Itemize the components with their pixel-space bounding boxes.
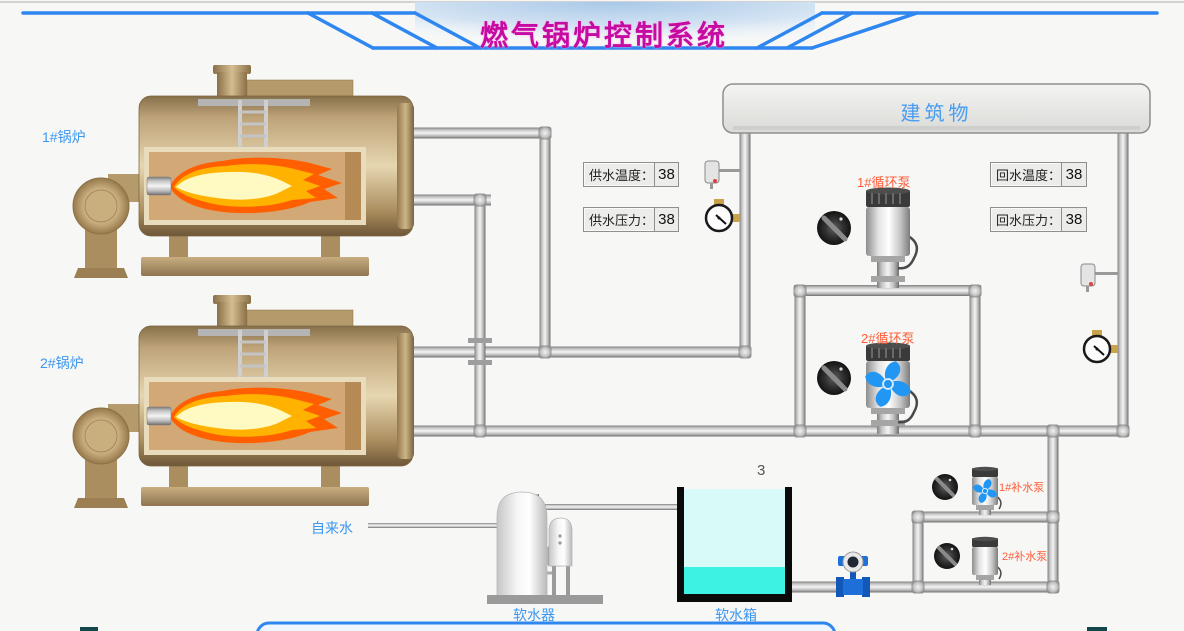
softener-label: 软水器	[513, 607, 555, 623]
makeup-pump-1[interactable]	[972, 466, 1002, 515]
boiler-ladder	[238, 100, 268, 152]
makeup-pump-2[interactable]	[972, 536, 1002, 585]
makeup-pump-2-label: 2#补水泵	[1002, 551, 1048, 563]
soft-tank-label: 软水箱	[715, 607, 757, 623]
water-softener	[487, 491, 603, 604]
return-temp-label: 回水温度：	[996, 168, 1062, 183]
supply-temp-sensor	[704, 160, 741, 189]
valve-circ-1[interactable]	[817, 211, 851, 245]
return-temp-display: 回水温度： 38	[990, 162, 1087, 187]
supply-temp-label: 供水温度：	[589, 168, 655, 183]
supply-temp-value: 38	[654, 163, 678, 186]
circ-pump-1-label: 1#循环泵	[857, 175, 911, 190]
valve-makeup-2[interactable]	[934, 543, 960, 569]
supply-pressure-value: 38	[654, 208, 678, 231]
return-pressure-gauge	[1082, 330, 1118, 364]
building-label: 建筑物	[900, 103, 973, 125]
flow-meter[interactable]	[836, 551, 870, 597]
flame-icon	[170, 387, 342, 444]
flame-icon	[170, 157, 342, 214]
makeup-pump-1-label: 1#补水泵	[999, 482, 1045, 494]
building	[722, 83, 1151, 134]
boiler-1-label: 1#锅炉	[42, 129, 86, 145]
supply-pressure-gauge	[704, 199, 740, 233]
supply-pressure-label: 供水压力：	[589, 213, 655, 228]
circulation-pump-1[interactable]	[866, 187, 919, 289]
circulation-pump-2[interactable]	[864, 342, 919, 435]
supply-pressure-display: 供水压力： 38	[583, 207, 679, 232]
return-temp-sensor	[1080, 263, 1118, 292]
supply-temp-display: 供水温度： 38	[583, 162, 679, 187]
boiler-1	[72, 65, 414, 278]
soft-water-tank	[677, 487, 792, 602]
pipework	[368, 84, 1130, 594]
tank-level-value: 3	[757, 462, 766, 479]
page-title: 燃气锅炉控制系统	[479, 20, 728, 51]
bottom-decoration	[80, 621, 1107, 631]
circ-pump-2-label: 2#循环泵	[861, 331, 915, 346]
tap-water-label: 自来水	[311, 520, 353, 536]
boiler-2-label: 2#锅炉	[40, 355, 84, 371]
return-pressure-label: 回水压力：	[996, 213, 1062, 228]
return-pressure-display: 回水压力： 38	[990, 207, 1087, 232]
valve-makeup-1[interactable]	[932, 474, 958, 500]
boiler-2	[72, 295, 414, 508]
title-banner	[0, 1, 1184, 50]
return-pressure-value: 38	[1061, 208, 1086, 231]
valve-circ-2[interactable]	[817, 361, 851, 395]
return-temp-value: 38	[1061, 163, 1086, 186]
